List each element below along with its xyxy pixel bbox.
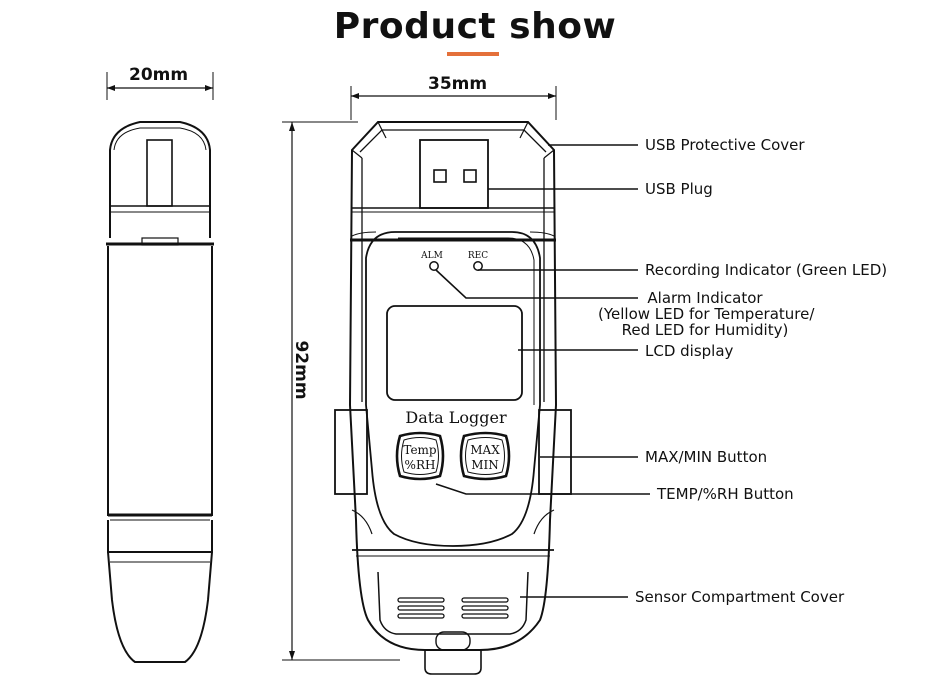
height-dimension (282, 121, 400, 661)
alarm-line3: Red LED for Humidity) (621, 321, 789, 339)
callout-usb-cover: USB Protective Cover (645, 136, 805, 154)
callout-alarm-indicator: Alarm Indicator (Yellow LED for Temperat… (598, 289, 815, 339)
title-underline (447, 52, 499, 56)
callout-temp-rh: TEMP/%RH Button (657, 485, 794, 503)
maxmin-button-line1: MAX (470, 443, 500, 457)
maxmin-button-line2: MIN (471, 458, 499, 472)
alm-label: ALM (420, 251, 443, 261)
temp-button-line2: %RH (405, 458, 436, 472)
temp-button-line1: Temp (403, 443, 437, 457)
brand-text: Data Logger (405, 408, 507, 427)
page-title: Product show (333, 6, 617, 47)
callout-maxmin: MAX/MIN Button (645, 448, 768, 466)
width-dimension (350, 86, 557, 120)
width-label: 35mm (428, 74, 488, 94)
alarm-line1: Alarm Indicator (647, 289, 763, 307)
rec-label: REC (468, 251, 488, 261)
thickness-label: 20mm (129, 65, 189, 85)
callout-lcd: LCD display (645, 342, 734, 360)
leader-lines (435, 144, 650, 598)
front-view (334, 121, 572, 675)
alarm-line2: (Yellow LED for Temperature/ (598, 305, 815, 323)
side-view (106, 72, 214, 663)
callout-usb-plug: USB Plug (645, 180, 713, 198)
height-label: 92mm (291, 340, 311, 400)
callout-sensor-cover: Sensor Compartment Cover (635, 588, 845, 606)
callout-recording-indicator: Recording Indicator (Green LED) (645, 261, 888, 279)
